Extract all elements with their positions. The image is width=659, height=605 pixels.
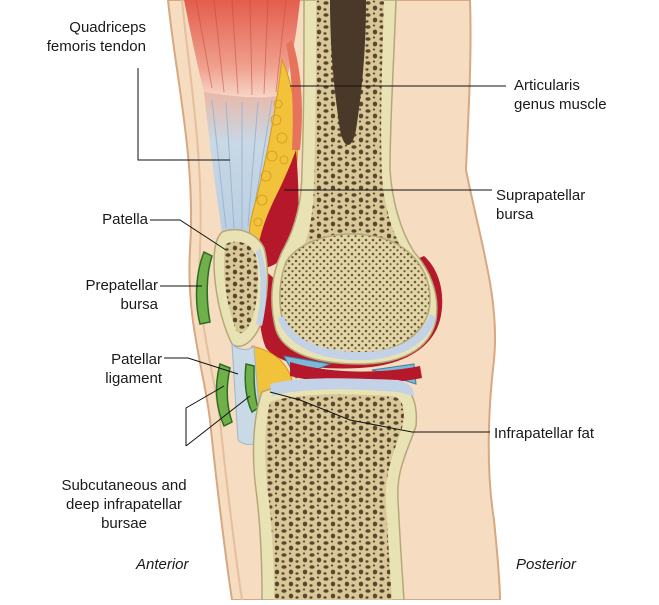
subcutaneous-infrapatellar-bursa [215,362,233,428]
leader-bursae [185,385,225,446]
leader-lines [137,68,506,447]
femur-marrow-cavity [330,0,366,145]
leader-bursae-deep [185,395,251,447]
label-suprapatellar-bursa: Suprapatellar bursa [496,187,586,223]
skin-inner-line [181,0,243,601]
label-infrapatellar-fat: Infrapatellar fat [494,425,595,442]
prepatellar-bursa-shape [195,250,213,325]
leader-patella [150,219,227,251]
patella-spongy [224,241,259,334]
fat-lobules [253,99,289,227]
label-infrapatellar-bursae: Subcutaneous and deep infrapatellar burs… [61,477,187,532]
orientation-anterior: Anterior [136,556,189,573]
quadriceps-muscle [184,0,300,98]
label-quadriceps-tendon: Quadriceps femoris tendon [46,19,146,55]
tibial-articular-cartilage [270,378,414,396]
articularis-genus-muscle [286,40,302,150]
orientation-posterior: Posterior [516,556,577,573]
label-prepatellar-bursa: Prepatellar bursa [85,277,158,313]
muscle-fibers [195,0,287,96]
tendon-fibers [211,99,273,230]
leader-quadriceps [137,68,230,161]
leader-patellar-ligament [164,357,239,375]
femoral-articular-cartilage [278,314,436,361]
quadriceps-tendon [204,92,282,236]
femoral-condyle [279,233,431,355]
label-articularis-genus: Articularis genus muscle [514,77,607,113]
label-patella: Patella [102,211,148,228]
label-patellar-ligament: Patellar ligament [105,351,162,387]
patellar-cartilage [256,248,267,326]
tibia-spongy [265,394,404,600]
leader-infrapatellar-fat [269,391,490,433]
